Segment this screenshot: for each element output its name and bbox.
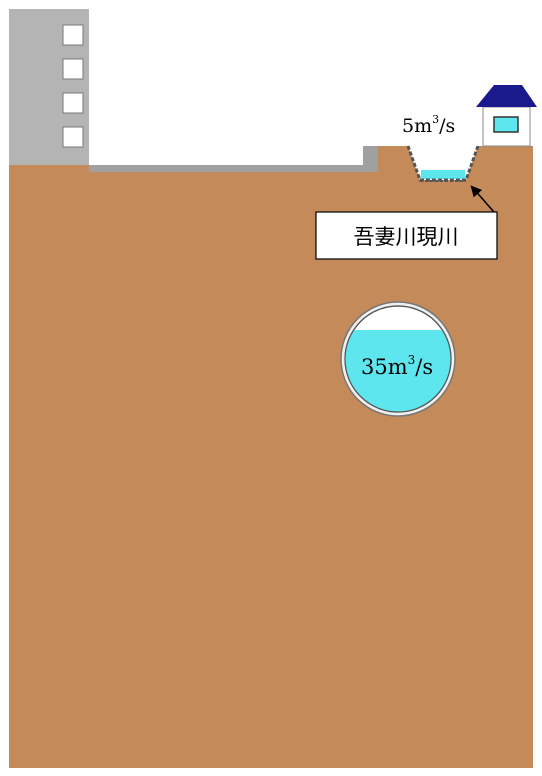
tunnel-flow-label: 35m3/s: [361, 353, 433, 379]
building-window: [62, 24, 84, 46]
river-label: 吾妻川現川: [354, 225, 459, 249]
channel-flow-label: 5m3/s: [402, 113, 455, 137]
river-label-box: [315, 211, 498, 260]
river-channel: [406, 145, 480, 182]
callout-arrow: [470, 185, 495, 213]
building-window: [62, 58, 84, 80]
foundation-strip: [89, 146, 378, 172]
diversion-tunnel: [340, 301, 456, 417]
building-window: [62, 92, 84, 114]
building-window: [62, 126, 84, 148]
house-roof: [476, 85, 537, 107]
house-window: [493, 116, 519, 133]
